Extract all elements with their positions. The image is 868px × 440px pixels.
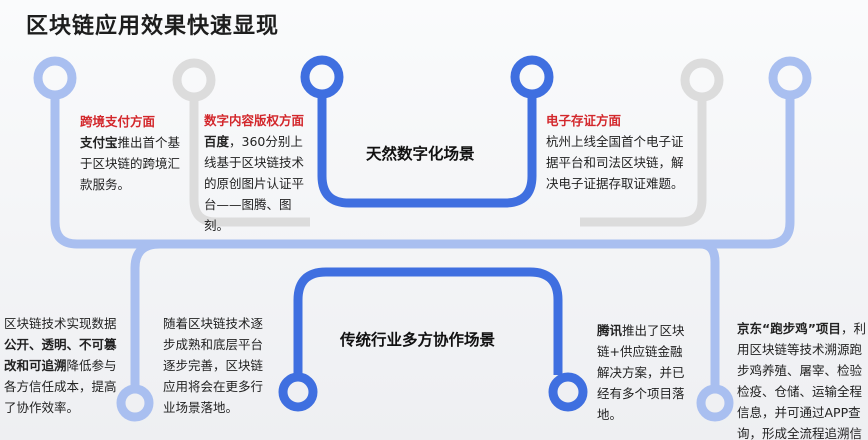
note-pre-text: 区块链技术实现数据 bbox=[4, 316, 117, 331]
light-blue-node-top-left bbox=[33, 56, 77, 100]
light-blue-node-bottom-left bbox=[116, 384, 154, 422]
grey-path-left bbox=[189, 97, 310, 227]
industry-rollout-note: 随着区块链技术逐步成熟和底层平台逐步完善，区块链应用将会在更多行业场景落地。 bbox=[163, 316, 264, 415]
note-post-text: 降低参与各方信任成本，提高了协作效率。 bbox=[4, 358, 117, 415]
jd-text: ，利用区块链等技术溯源跑步鸡养殖、屠宰、检验检疫、仓储、运输全程信息，并可通过A… bbox=[737, 321, 866, 440]
tencent-label: 腾讯 bbox=[597, 323, 623, 338]
blue-node-bottom-left bbox=[278, 372, 318, 412]
light-blue-wave-left bbox=[130, 239, 760, 392]
evidence-text: 杭州上线全国首个电子证据平台和司法区块链，解决电子证据存取证难题。 bbox=[546, 134, 684, 191]
cross-border-heading: 跨境支付方面 bbox=[80, 114, 156, 129]
light-blue-node-bottom-right bbox=[696, 384, 734, 422]
light-blue-wave-right bbox=[699, 239, 720, 392]
blue-node-top-right bbox=[510, 55, 554, 99]
digital-copyright-block: 数字内容版权方面 百度，360分别上线基于区块链技术的原创图片认证平台——图腾、… bbox=[204, 110, 314, 236]
note-bold-text: 公开、透明、不可篡改和可追溯 bbox=[4, 337, 117, 373]
cross-border-payment-block: 跨境支付方面 支付宝推出首个基于区块链的跨境汇款服务。 bbox=[80, 111, 188, 195]
page-title: 区块链应用效果快速显现 bbox=[26, 14, 280, 39]
copyright-text: ，360分别上线基于区块链技术的原创图片认证平台——图腾、图刻。 bbox=[204, 134, 305, 233]
grey-node-right bbox=[680, 58, 724, 102]
cross-border-text: 推出首个基于区块链的跨境汇款服务。 bbox=[80, 135, 181, 192]
grey-path-right bbox=[580, 97, 707, 227]
scene-native-digital: 天然数字化场景 bbox=[366, 145, 475, 163]
alipay-label: 支付宝 bbox=[80, 135, 118, 150]
tencent-text: 推出了区块链+供应链金融解决方案，并已经有多个项目落地。 bbox=[597, 323, 685, 422]
collaboration-benefit-note: 区块链技术实现数据公开、透明、不可篡改和可追溯降低参与各方信任成本，提高了协作效… bbox=[4, 313, 128, 418]
blue-node-bottom-right bbox=[548, 372, 588, 412]
electronic-evidence-block: 电子存证方面 杭州上线全国首个电子证据平台和司法区块链，解决电子证据存取证难题。 bbox=[546, 110, 694, 194]
blue-loop-top bbox=[317, 94, 537, 208]
blue-node-top-left bbox=[300, 55, 344, 99]
baidu-label: 百度 bbox=[204, 134, 230, 149]
grey-node-left bbox=[172, 58, 216, 102]
tencent-block: 腾讯推出了区块链+供应链金融解决方案，并已经有多个项目落地。 bbox=[597, 320, 685, 425]
jd-label: 京东“跑步鸡”项目 bbox=[737, 321, 841, 336]
evidence-heading: 电子存证方面 bbox=[546, 113, 622, 128]
copyright-heading: 数字内容版权方面 bbox=[204, 113, 305, 128]
jd-running-chicken-block: 京东“跑步鸡”项目，利用区块链等技术溯源跑步鸡养殖、屠宰、检验检疫、仓储、运输全… bbox=[737, 318, 867, 440]
light-blue-node-top-right bbox=[768, 56, 812, 100]
scene-multiparty-collaboration: 传统行业多方协作场景 bbox=[340, 331, 496, 349]
blue-loop-bottom bbox=[293, 267, 563, 375]
